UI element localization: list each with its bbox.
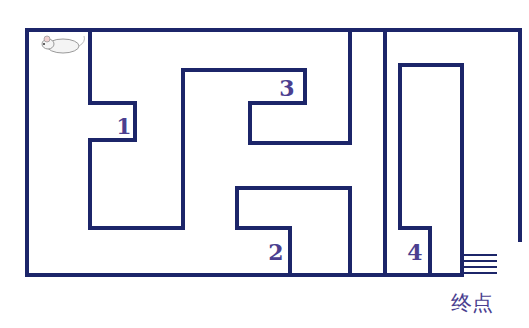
callout-number: 2 [268, 241, 283, 263]
callout-number: 4 [407, 241, 422, 263]
inner-wall [90, 30, 350, 228]
callout-number: 3 [279, 77, 294, 99]
inner-wall [237, 188, 350, 275]
outer-wall [27, 30, 520, 275]
end-label: 终点 [451, 293, 493, 314]
mouse-icon [42, 36, 84, 53]
stairs [464, 255, 497, 273]
callout-number: 1 [116, 115, 131, 137]
inner-wall [400, 65, 462, 275]
inner-wall [383, 30, 387, 275]
